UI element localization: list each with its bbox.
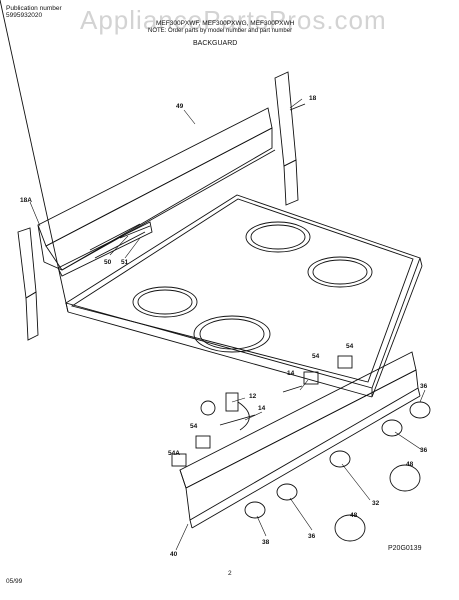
callout-18: 18	[309, 95, 317, 102]
callout-54-b: 54	[346, 343, 354, 350]
callout-18a: 18A	[20, 197, 32, 204]
publication-number: 5995932020	[6, 12, 43, 19]
footer-date: 05/99	[6, 578, 23, 585]
callout-40: 40	[170, 551, 178, 558]
leader-lines	[29, 98, 426, 551]
callout-50: 50	[104, 259, 112, 266]
end-cap-right	[274, 71, 306, 206]
page-number: 2	[228, 570, 232, 577]
callout-54-c: 54	[190, 423, 198, 430]
callout-48-a: 48	[406, 461, 414, 468]
callout-32: 32	[372, 500, 380, 507]
callout-54a: 54A	[168, 450, 180, 457]
callout-36-b: 36	[420, 447, 428, 454]
diagram-code: P20G0139	[388, 545, 422, 552]
model-numbers: MEF300PXWF, MEF300PXWG, MEF300PXWH	[156, 20, 295, 27]
section-title: BACKGUARD	[193, 40, 238, 47]
end-cap-left	[17, 227, 39, 341]
callout-14-b: 14	[258, 405, 266, 412]
cooktop	[0, 0, 423, 398]
control-panel	[179, 351, 421, 529]
callout-54-a: 54	[312, 353, 320, 360]
callout-51: 51	[121, 259, 129, 266]
callout-48-b: 48	[350, 512, 358, 519]
callout-38: 38	[262, 539, 270, 546]
watermark: AppliancePartsPros.com	[80, 5, 387, 35]
control-knobs	[244, 401, 431, 542]
order-note: NOTE: Order parts by model number and pa…	[148, 28, 293, 34]
backguard-bracket	[57, 221, 153, 277]
publication-label: Publication number	[6, 5, 62, 12]
callout-36-a: 36	[420, 383, 428, 390]
callout-12: 12	[249, 393, 257, 400]
burner-elements	[132, 221, 373, 353]
terminal-block	[200, 385, 303, 431]
callout-49: 49	[176, 103, 184, 110]
callout-36-c: 36	[308, 533, 316, 540]
callout-14-a: 14	[287, 370, 295, 377]
callout-labels: 18 49 18A 50 51 54 54 14 12 14 54 54A 36…	[20, 95, 428, 558]
